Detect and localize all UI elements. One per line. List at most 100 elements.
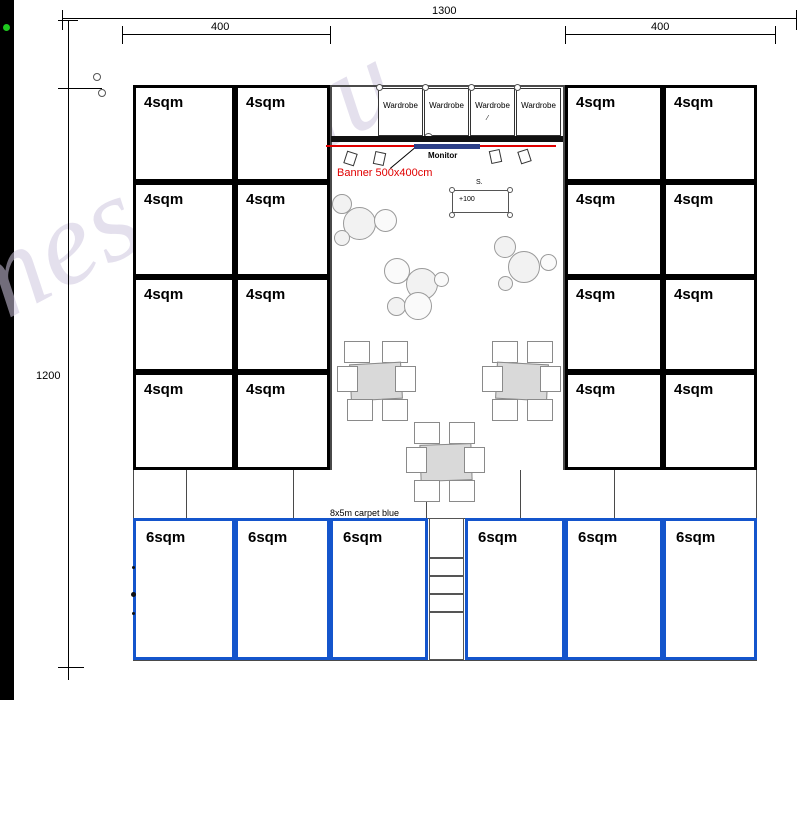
booth-6sqm[interactable]: 6sqm bbox=[235, 518, 330, 660]
booth-4sqm[interactable]: 4sqm bbox=[133, 85, 235, 182]
booth-4sqm[interactable]: 4sqm bbox=[235, 372, 330, 470]
chair bbox=[337, 366, 358, 392]
guide-line bbox=[756, 470, 757, 520]
booth-4sqm[interactable]: 4sqm bbox=[565, 85, 663, 182]
wardrobe-label: Wardrobe bbox=[429, 101, 464, 110]
floorplan-canvas: messebau 1300 400 400 1200 4sqm 4sqm 4sq… bbox=[0, 0, 797, 700]
wardrobe-unit[interactable]: Wardrobe bbox=[516, 88, 561, 136]
booth-4sqm[interactable]: 4sqm bbox=[235, 182, 330, 277]
dim-tick bbox=[775, 26, 776, 44]
monitor-unit[interactable] bbox=[414, 144, 480, 149]
booth-6sqm[interactable]: 6sqm bbox=[133, 518, 235, 660]
center-area-left-edge bbox=[330, 85, 332, 470]
dim-top-right-line bbox=[565, 34, 775, 35]
booth-4sqm[interactable]: 4sqm bbox=[663, 85, 757, 182]
booth-label: 4sqm bbox=[246, 94, 286, 111]
corner-point-icon bbox=[507, 212, 513, 218]
booth-6sqm[interactable]: 6sqm bbox=[465, 518, 565, 660]
dim-top-left-label: 400 bbox=[211, 21, 230, 33]
speaker-icon bbox=[372, 150, 387, 167]
decor-circle bbox=[508, 251, 540, 283]
decor-circle bbox=[332, 194, 352, 214]
dim-left-label: 1200 bbox=[36, 370, 61, 382]
booth-4sqm[interactable]: 4sqm bbox=[663, 372, 757, 470]
dim-tick bbox=[58, 667, 84, 668]
booth-label: 6sqm bbox=[343, 529, 383, 546]
booth-4sqm[interactable]: 4sqm bbox=[565, 372, 663, 470]
booth-label: 6sqm bbox=[676, 529, 716, 546]
booth-label: 4sqm bbox=[674, 381, 714, 398]
stair-step bbox=[429, 558, 464, 576]
booth-4sqm[interactable]: 4sqm bbox=[235, 277, 330, 372]
decor-circle bbox=[404, 292, 432, 320]
booth-label: 4sqm bbox=[144, 286, 184, 303]
stair-step bbox=[429, 594, 464, 612]
chair bbox=[464, 447, 485, 473]
booth-4sqm[interactable]: 4sqm bbox=[133, 182, 235, 277]
booth-label: 6sqm bbox=[578, 529, 618, 546]
decor-circle bbox=[334, 230, 350, 246]
chair bbox=[492, 399, 518, 421]
chair bbox=[382, 399, 408, 421]
carpet-label: 8x5m carpet blue bbox=[330, 508, 400, 518]
booth-4sqm[interactable]: 4sqm bbox=[235, 85, 330, 182]
dim-top-total-line bbox=[62, 18, 797, 19]
booth-4sqm[interactable]: 4sqm bbox=[663, 277, 757, 372]
dim-top-right-label: 400 bbox=[651, 21, 670, 33]
corner-point-icon bbox=[449, 212, 455, 218]
booth-4sqm[interactable]: 4sqm bbox=[663, 182, 757, 277]
wardrobe-unit[interactable]: Wardrobe bbox=[378, 88, 423, 136]
chair bbox=[527, 399, 553, 421]
booth-4sqm[interactable]: 4sqm bbox=[565, 182, 663, 277]
stair-step bbox=[429, 518, 464, 558]
marker-dot bbox=[131, 592, 136, 597]
booth-label: 4sqm bbox=[674, 191, 714, 208]
wardrobe-unit[interactable]: Wardrobe bbox=[424, 88, 469, 136]
booth-6sqm[interactable]: 6sqm bbox=[663, 518, 757, 660]
rigging-point-icon bbox=[514, 84, 521, 91]
guide-line bbox=[614, 470, 615, 520]
booth-label: 4sqm bbox=[246, 286, 286, 303]
decor-circle bbox=[384, 258, 410, 284]
dim-tick bbox=[122, 26, 123, 44]
chair bbox=[406, 447, 427, 473]
dim-tick bbox=[58, 88, 102, 89]
booth-label: 4sqm bbox=[246, 191, 286, 208]
info-box-label: +100 bbox=[459, 196, 475, 203]
decor-circle bbox=[540, 254, 557, 271]
booth-4sqm[interactable]: 4sqm bbox=[565, 277, 663, 372]
booth-label: 4sqm bbox=[576, 191, 616, 208]
booth-label: 4sqm bbox=[144, 191, 184, 208]
center-area-top-edge bbox=[330, 85, 565, 87]
dim-top-total-label: 1300 bbox=[432, 5, 457, 17]
chair bbox=[382, 341, 408, 363]
booth-label: 6sqm bbox=[248, 529, 288, 546]
wardrobe-mark: ⁄ bbox=[487, 115, 489, 122]
booth-label: 4sqm bbox=[576, 94, 616, 111]
corner-point-icon bbox=[507, 187, 513, 193]
decor-circle bbox=[498, 276, 513, 291]
rigging-point-icon bbox=[422, 84, 429, 91]
chair bbox=[449, 480, 475, 502]
wardrobe-label: Wardrobe bbox=[521, 101, 556, 110]
booth-4sqm[interactable]: 4sqm bbox=[133, 372, 235, 470]
monitor-label: Monitor bbox=[428, 151, 458, 160]
rigging-point-icon bbox=[468, 84, 475, 91]
booth-label: 4sqm bbox=[144, 94, 184, 111]
booth-label: 6sqm bbox=[146, 529, 186, 546]
center-area-right-edge bbox=[563, 85, 565, 470]
status-dot bbox=[3, 24, 10, 31]
info-box bbox=[452, 190, 509, 213]
chair bbox=[492, 341, 518, 363]
booth-6sqm[interactable]: 6sqm bbox=[330, 518, 428, 660]
booth-4sqm[interactable]: 4sqm bbox=[133, 277, 235, 372]
stair-step bbox=[429, 612, 464, 660]
guide-line bbox=[293, 470, 294, 520]
chair bbox=[540, 366, 561, 392]
wardrobe-unit[interactable]: Wardrobe bbox=[470, 88, 515, 136]
dim-left-line bbox=[68, 20, 69, 680]
booth-6sqm[interactable]: 6sqm bbox=[565, 518, 663, 660]
reference-point-icon bbox=[93, 73, 101, 81]
chair bbox=[449, 422, 475, 444]
wardrobe-label: Wardrobe bbox=[475, 101, 510, 110]
